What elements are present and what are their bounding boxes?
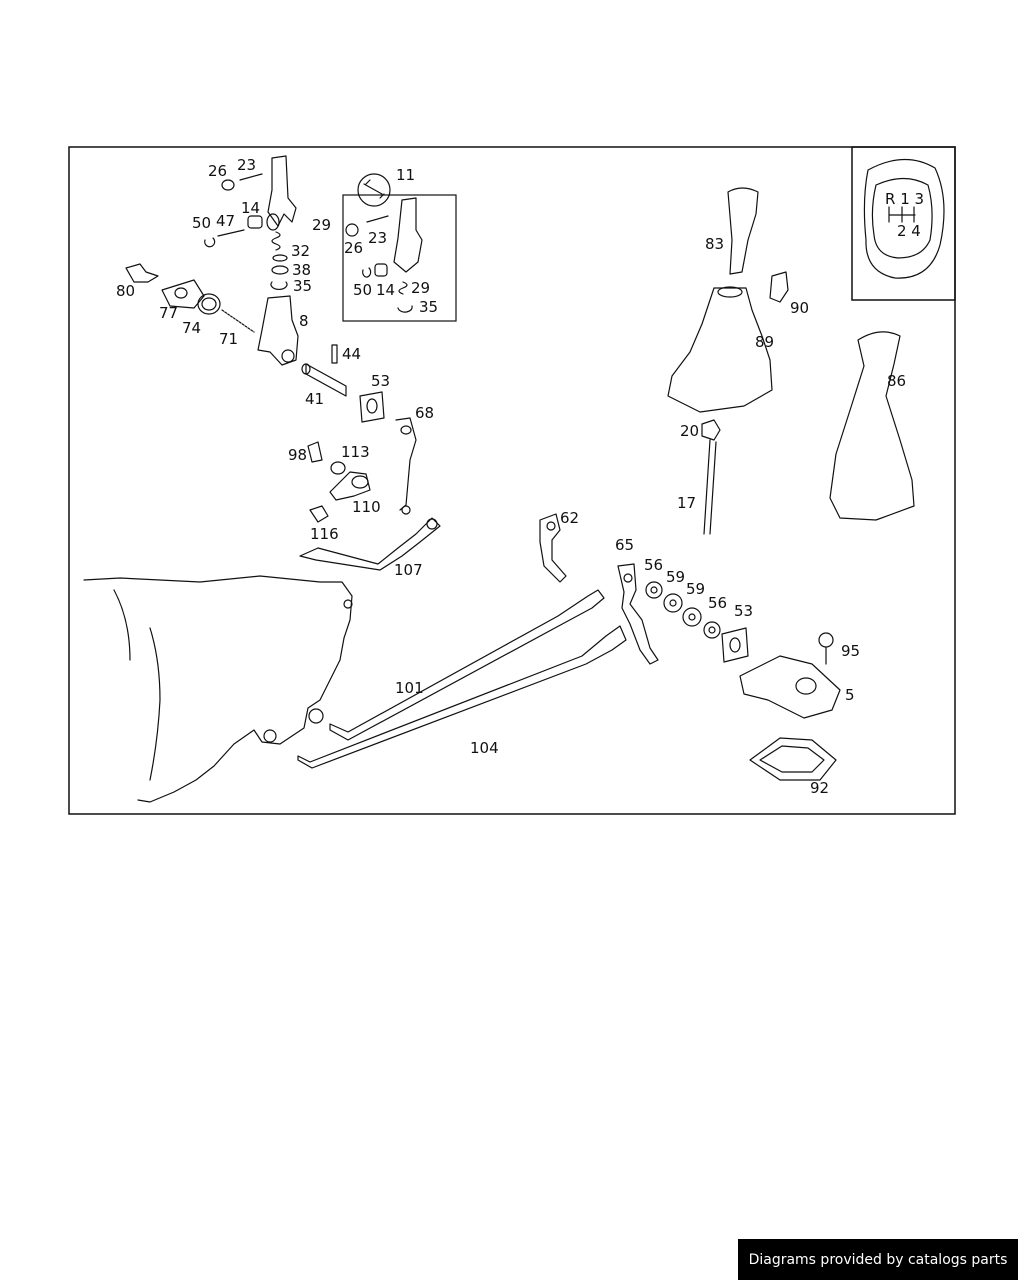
- shift-rods-and-console: [297, 563, 841, 781]
- callout-68: 68: [415, 404, 434, 422]
- shift-pattern-top-label: R 1 3: [885, 190, 924, 208]
- callout-50: 50: [192, 214, 211, 232]
- detail-inset-parts: [345, 173, 423, 313]
- callout-labels: 26 23 14 50 47 29 32 38 35 11 26 23 50 1…: [116, 156, 906, 797]
- callout-56-a: 56: [644, 556, 663, 574]
- callout-104: 104: [470, 739, 499, 757]
- callout-90: 90: [790, 299, 809, 317]
- callout-83: 83: [705, 235, 724, 253]
- callout-53-mid: 53: [371, 372, 390, 390]
- callout-35-inset: 35: [419, 298, 438, 316]
- callout-50-inset: 50: [353, 281, 372, 299]
- callout-8: 8: [299, 312, 309, 330]
- callout-116: 116: [310, 525, 339, 543]
- callout-89: 89: [755, 333, 774, 351]
- callout-101: 101: [395, 679, 424, 697]
- callout-35: 35: [293, 277, 312, 295]
- callout-11: 11: [396, 166, 415, 184]
- shift-lever-assembly: [125, 155, 347, 397]
- callout-41: 41: [305, 390, 324, 408]
- callout-110: 110: [352, 498, 381, 516]
- callout-20: 20: [680, 422, 699, 440]
- callout-71: 71: [219, 330, 238, 348]
- callout-23-inset: 23: [368, 229, 387, 247]
- callout-92: 92: [810, 779, 829, 797]
- callout-59-a: 59: [666, 568, 685, 586]
- shift-pattern-inset: [851, 146, 956, 301]
- callout-86: 86: [887, 372, 906, 390]
- callout-32: 32: [291, 242, 310, 260]
- callout-14: 14: [241, 199, 260, 217]
- gearbox-housing: [83, 575, 353, 803]
- callout-113: 113: [341, 443, 370, 461]
- shift-pattern-bottom-label: 2 4: [897, 222, 921, 240]
- callout-107: 107: [394, 561, 423, 579]
- detail-inset-box: [342, 194, 457, 322]
- callout-74: 74: [182, 319, 201, 337]
- callout-29: 29: [312, 216, 331, 234]
- callout-29-inset: 29: [411, 279, 430, 297]
- diagram-frame: [68, 146, 956, 815]
- callout-56-b: 56: [708, 594, 727, 612]
- callout-44: 44: [342, 345, 361, 363]
- callout-62: 62: [560, 509, 579, 527]
- catalog-credit-footer: Diagrams provided by catalogs parts: [738, 1239, 1018, 1280]
- callout-77: 77: [159, 304, 178, 322]
- callout-80: 80: [116, 282, 135, 300]
- callout-23: 23: [237, 156, 256, 174]
- callout-26-inset: 26: [344, 239, 363, 257]
- mid-linkage-parts: [299, 391, 567, 583]
- callout-98: 98: [288, 446, 307, 464]
- callout-14-inset: 14: [376, 281, 395, 299]
- shift-pattern-diagram: R 1 3 2 4: [863, 158, 945, 279]
- callout-26: 26: [208, 162, 227, 180]
- callout-5: 5: [845, 686, 855, 704]
- callout-95: 95: [841, 642, 860, 660]
- callout-38: 38: [292, 261, 311, 279]
- callout-47: 47: [216, 212, 235, 230]
- callout-65: 65: [615, 536, 634, 554]
- knob-and-boot: [667, 187, 915, 535]
- callout-59-b: 59: [686, 580, 705, 598]
- callout-53-right: 53: [734, 602, 753, 620]
- callout-17: 17: [677, 494, 696, 512]
